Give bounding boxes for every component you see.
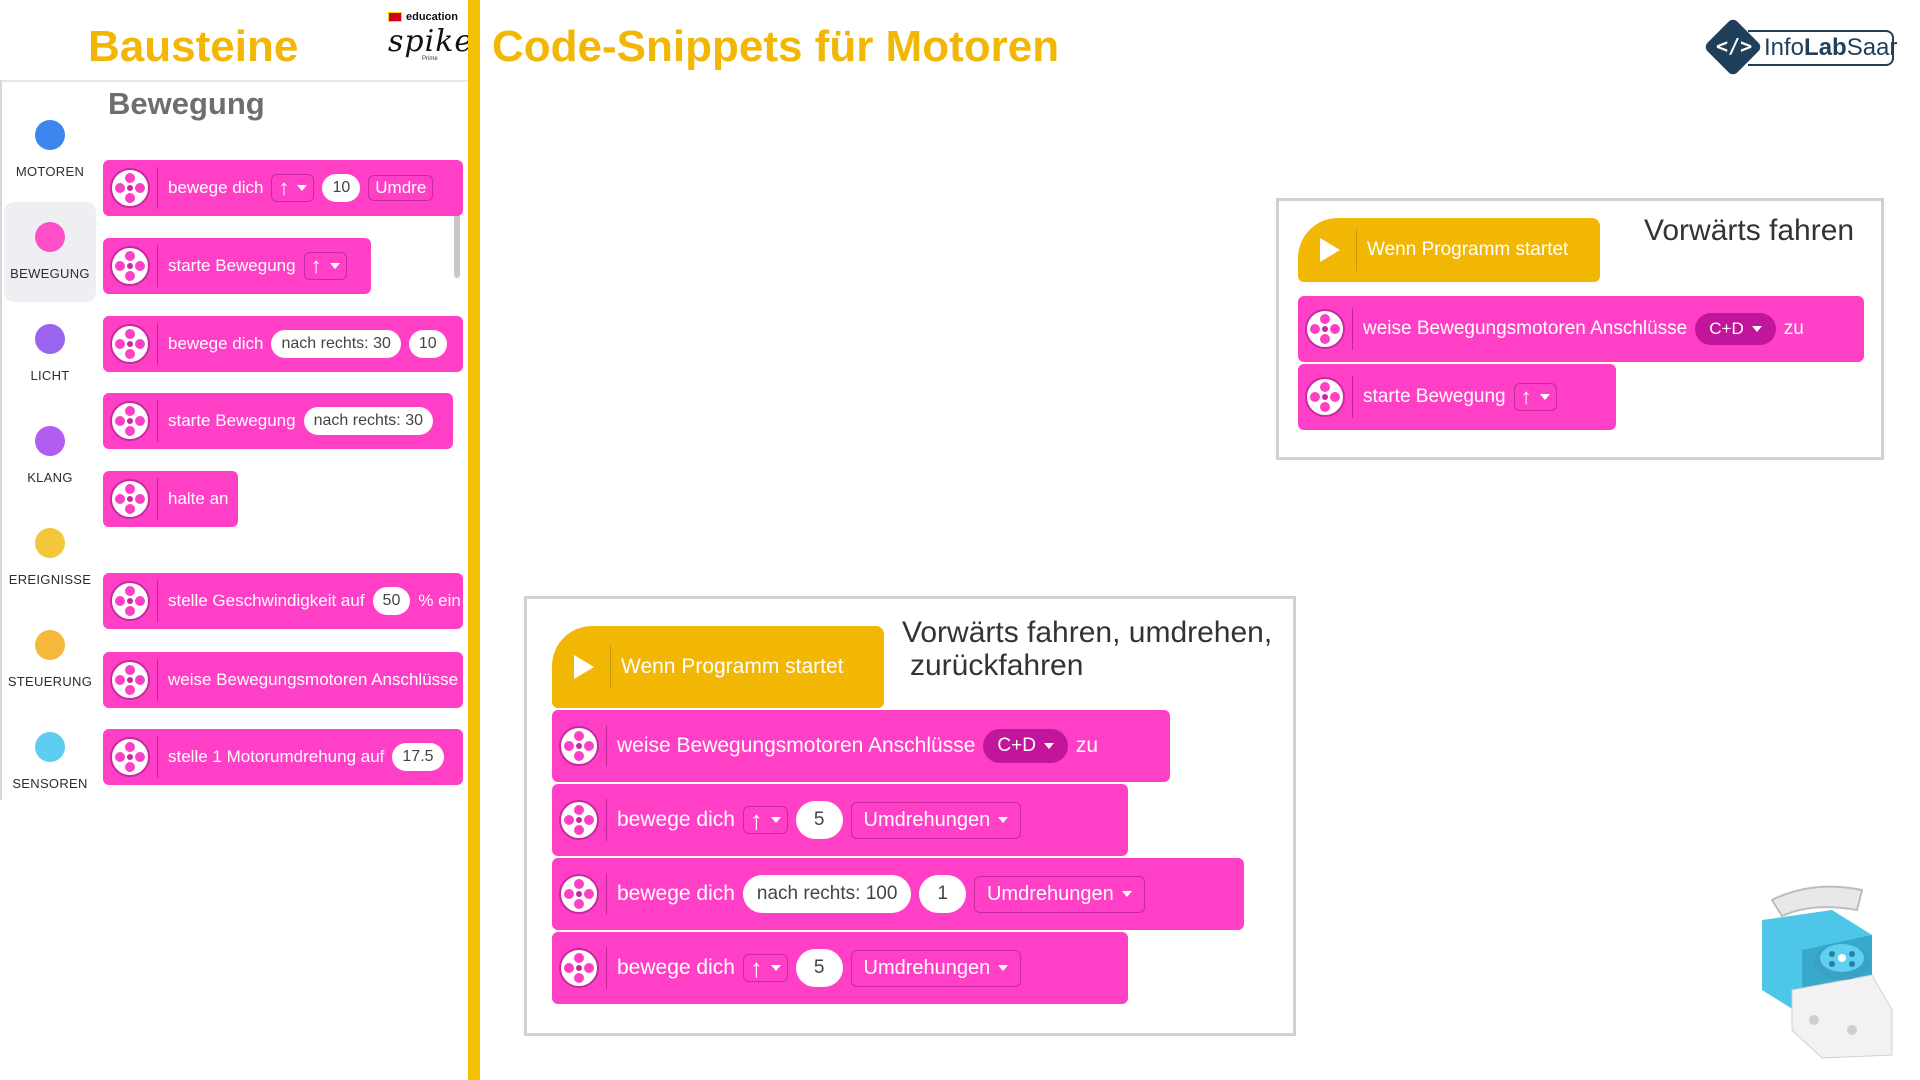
move-rotations-block[interactable]: bewege dich ↑ 5 Umdrehungen <box>552 784 1128 856</box>
steering-input[interactable]: nach rechts: 30 <box>271 330 401 358</box>
motor-wheel-icon <box>109 323 151 365</box>
motor-wheel-icon <box>558 799 600 841</box>
unit-dropdown[interactable]: Umdre <box>368 175 434 201</box>
play-icon <box>574 655 594 679</box>
dropdown-arrow-icon <box>770 965 781 971</box>
dropdown-arrow-icon <box>329 263 340 269</box>
play-icon <box>1320 238 1340 262</box>
infolabsaar-logo: </> InfoLabSaar <box>1703 17 1898 77</box>
motor-wheel-icon <box>109 580 151 622</box>
when-program-starts-block[interactable]: Wenn Programm startet <box>1298 218 1600 282</box>
sidebar-border <box>0 80 2 800</box>
motor-wheel-icon <box>109 400 151 442</box>
logo-spike-text: spike <box>388 24 474 59</box>
divider <box>0 80 468 82</box>
palette-block-set-rotation[interactable]: stelle 1 Motorumdrehung auf 17.5 <box>103 729 463 785</box>
unit-dropdown[interactable]: Umdrehungen <box>850 949 1022 987</box>
motor-wheel-icon <box>109 659 151 701</box>
set-motor-ports-block[interactable]: weise Bewegungsmotoren Anschlüsse C+D zu <box>1298 296 1864 362</box>
value-input[interactable]: 1 <box>919 875 966 913</box>
direction-dropdown[interactable]: ↑ <box>271 174 315 202</box>
start-move-block[interactable]: starte Bewegung ↑ <box>1298 364 1616 430</box>
logo-code-glyph: </> <box>1716 34 1753 58</box>
palette-block-move-steer[interactable]: bewege dich nach rechts: 30 10 <box>103 316 463 372</box>
motor-wheel-icon <box>1304 308 1346 350</box>
category-dot-icon <box>35 630 65 660</box>
direction-dropdown[interactable]: ↑ <box>742 806 788 834</box>
motor-wheel-icon <box>1304 376 1346 418</box>
port-dropdown[interactable]: C+D <box>983 729 1068 763</box>
category-dot-icon <box>35 732 65 762</box>
when-program-starts-block[interactable]: Wenn Programm startet <box>552 626 884 708</box>
category-dot-icon <box>35 120 65 150</box>
steering-input[interactable]: nach rechts: 100 <box>742 875 912 913</box>
motor-wheel-icon <box>558 873 600 915</box>
dropdown-arrow-icon <box>297 185 308 191</box>
heading-bausteine: Bausteine <box>88 22 299 71</box>
dropdown-arrow-icon <box>1043 743 1054 749</box>
snippet-forward-title: Vorwärts fahren <box>1644 214 1855 247</box>
logo-prime-text: Prime <box>422 56 438 62</box>
category-dot-icon <box>35 222 65 252</box>
palette-block-move-rotations[interactable]: bewege dich ↑ 10 Umdre <box>103 160 463 216</box>
category-licht[interactable]: LICHT <box>4 304 96 404</box>
steering-input[interactable]: nach rechts: 30 <box>303 407 433 435</box>
yellow-divider-bar <box>468 0 480 1080</box>
dropdown-arrow-icon <box>770 817 781 823</box>
value-input[interactable]: 10 <box>408 330 447 358</box>
distance-input[interactable]: 17.5 <box>392 743 444 771</box>
category-motoren[interactable]: MOTOREN <box>4 100 96 200</box>
heading-code-snippets: Code-Snippets für Motoren <box>492 22 1060 71</box>
motor-wheel-icon <box>558 947 600 989</box>
palette-block-set-speed[interactable]: stelle Geschwindigkeit auf 50 % ein <box>103 573 463 629</box>
category-dot-icon <box>35 426 65 456</box>
motor-wheel-icon <box>109 245 151 287</box>
value-input[interactable]: 5 <box>795 949 843 987</box>
category-dot-icon <box>35 528 65 558</box>
direction-dropdown[interactable]: ↑ <box>742 954 788 982</box>
palette-block-stop[interactable]: halte an <box>103 471 238 527</box>
category-bewegung[interactable]: BEWEGUNG <box>4 202 96 302</box>
category-steuerung[interactable]: STEUERUNG <box>4 610 96 710</box>
move-rotations-block[interactable]: bewege dich ↑ 5 Umdrehungen <box>552 932 1128 1004</box>
direction-dropdown[interactable]: ↑ <box>1513 383 1557 411</box>
logo-education-text: education <box>406 11 458 23</box>
category-klang[interactable]: KLANG <box>4 406 96 506</box>
dropdown-arrow-icon <box>1751 326 1762 332</box>
dropdown-arrow-icon <box>998 817 1009 823</box>
direction-dropdown[interactable]: ↑ <box>303 252 347 280</box>
unit-dropdown[interactable]: Umdrehungen <box>973 875 1145 913</box>
spike-motor-image <box>1762 885 1893 1059</box>
snippet-turn-title: Vorwärts fahren, umdrehen,zurückfahren <box>902 616 1273 682</box>
palette-block-start-steer[interactable]: starte Bewegung nach rechts: 30 <box>103 393 453 449</box>
palette-block-start-move[interactable]: starte Bewegung ↑ <box>103 238 371 294</box>
dropdown-arrow-icon <box>1539 394 1550 400</box>
port-dropdown[interactable]: C+D <box>1695 313 1776 345</box>
dropdown-arrow-icon <box>1121 891 1132 897</box>
category-ereignisse[interactable]: EREIGNISSE <box>4 508 96 608</box>
category-sensoren[interactable]: SENSOREN <box>4 712 96 812</box>
logo-infolabsaar-text: InfoLabSaar <box>1764 34 1898 61</box>
unit-dropdown[interactable]: Umdrehungen <box>850 801 1022 839</box>
palette-block-set-motor-ports[interactable]: weise Bewegungsmotoren Anschlüsse <box>103 652 463 708</box>
palette-scrollbar[interactable] <box>454 160 460 278</box>
move-steer-rotations-block[interactable]: bewege dich nach rechts: 100 1 Umdrehung… <box>552 858 1244 930</box>
motor-wheel-icon <box>109 736 151 778</box>
motor-wheel-icon <box>109 478 151 520</box>
lego-logo-icon <box>388 12 402 22</box>
motor-wheel-icon <box>109 167 151 209</box>
spike-prime-logo: education spike Prime <box>386 8 472 64</box>
dropdown-arrow-icon <box>998 965 1009 971</box>
palette-section-title: Bewegung <box>108 86 265 121</box>
speed-input[interactable]: 50 <box>372 587 411 615</box>
set-motor-ports-block[interactable]: weise Bewegungsmotoren Anschlüsse C+D zu <box>552 710 1170 782</box>
category-dot-icon <box>35 324 65 354</box>
motor-wheel-icon <box>558 725 600 767</box>
value-input[interactable]: 10 <box>322 174 361 202</box>
value-input[interactable]: 5 <box>795 801 843 839</box>
